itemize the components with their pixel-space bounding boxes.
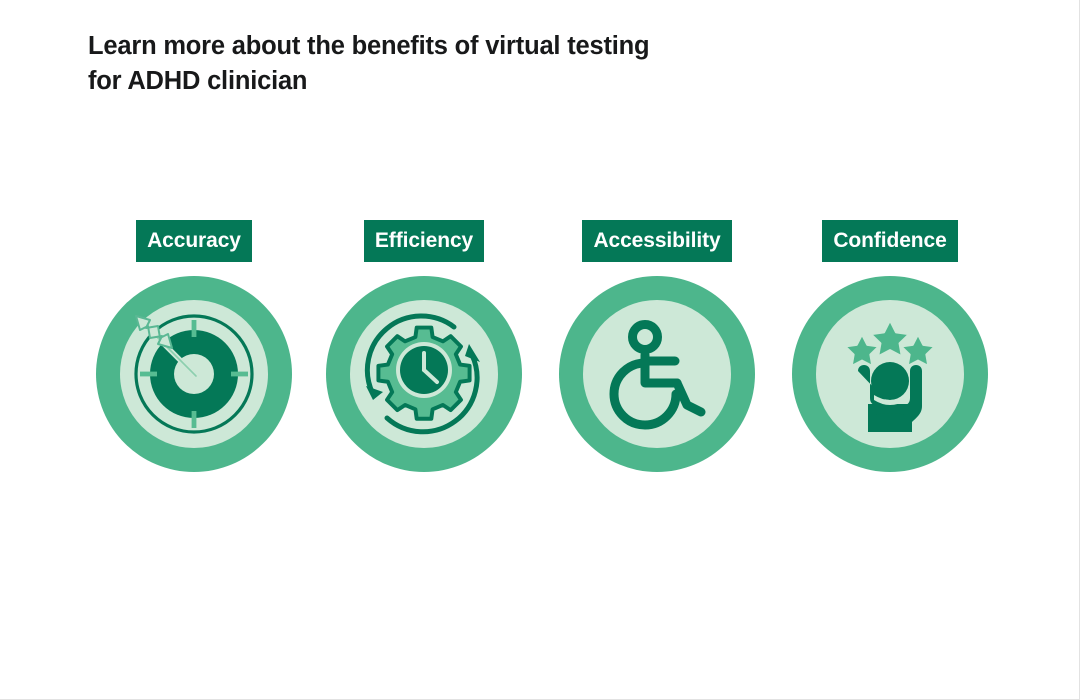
badge-wrapper-efficiency: Efficiency: [304, 220, 544, 262]
badge-wrapper-accuracy: Accuracy: [74, 220, 314, 262]
wheelchair-accessibility-icon: [609, 320, 706, 430]
badge-label-accuracy: Accuracy: [136, 220, 252, 262]
icon-circle-confidence: [792, 276, 988, 472]
badge-label-confidence: Confidence: [822, 220, 958, 262]
icon-circle-accessibility: [559, 276, 755, 472]
benefit-card-accessibility[interactable]: Accessibility: [537, 220, 777, 480]
gear-clock-cycle-icon: [364, 313, 480, 435]
benefit-card-accuracy[interactable]: Accuracy: [74, 220, 314, 480]
benefits-card-row: Accuracy: [0, 220, 1080, 480]
page-title: Learn more about the benefits of virtual…: [88, 32, 650, 95]
benefit-card-efficiency[interactable]: Efficiency: [304, 220, 544, 480]
icon-circle-efficiency: [326, 276, 522, 472]
badge-label-accessibility: Accessibility: [582, 220, 732, 262]
badge-label-efficiency: Efficiency: [363, 220, 485, 262]
person-raised-arms-stars-icon: [843, 318, 937, 432]
badge-wrapper-accessibility: Accessibility: [537, 220, 777, 262]
badge-wrapper-confidence: Confidence: [770, 220, 1010, 262]
icon-circle-accuracy: [96, 276, 292, 472]
benefit-card-confidence[interactable]: Confidence: [770, 220, 1010, 480]
target-arrow-icon: [134, 314, 254, 434]
